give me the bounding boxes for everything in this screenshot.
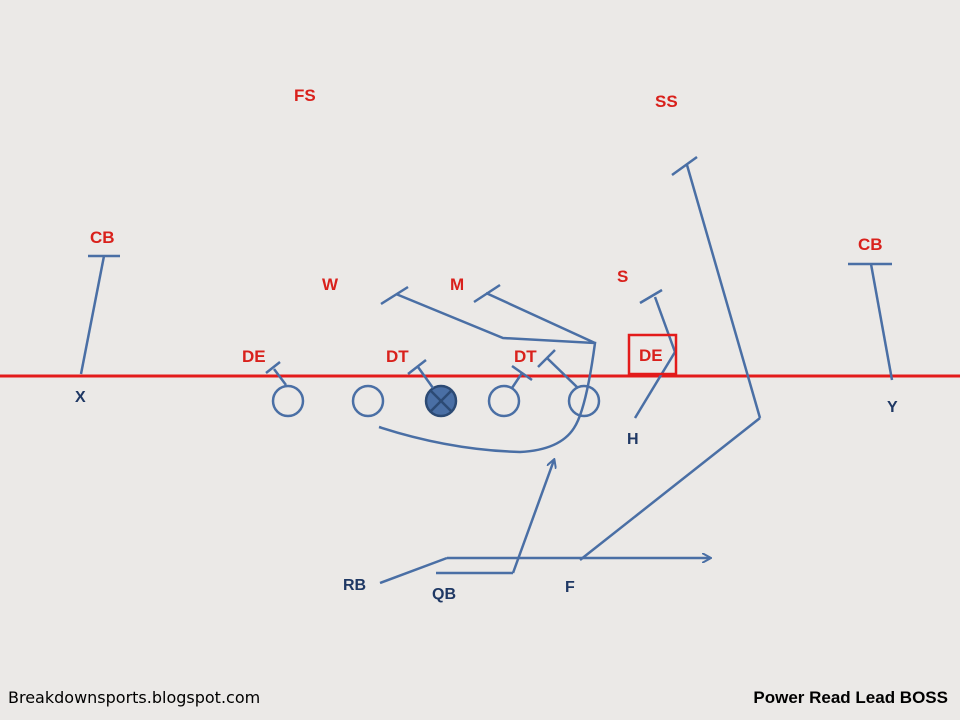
- s-label: S: [617, 267, 628, 286]
- qb-run-arrow: [511, 460, 554, 574]
- blocking-assignments: [79, 155, 894, 585]
- de-left-label: DE: [242, 347, 266, 366]
- cb-left-label: CB: [90, 228, 115, 247]
- center-marker: [424, 384, 458, 418]
- qb-label: QB: [432, 586, 456, 603]
- left-guard: [351, 384, 385, 418]
- m-label: M: [450, 275, 464, 294]
- right-tackle: [567, 384, 601, 418]
- y-label: Y: [887, 399, 898, 416]
- rb-label: RB: [343, 577, 366, 594]
- de-right-label: DE: [639, 346, 663, 365]
- dt-left-label: DT: [386, 347, 409, 366]
- left-tackle: [271, 384, 305, 418]
- dt-right-label: DT: [514, 347, 537, 366]
- read-key-box: [627, 333, 678, 376]
- w-label: W: [322, 275, 339, 294]
- right-guard: [487, 384, 521, 418]
- f-label: F: [565, 579, 575, 596]
- ss-label: SS: [655, 92, 678, 111]
- fs-label: FS: [294, 86, 316, 105]
- cb-right-label: CB: [858, 235, 883, 254]
- h-label: H: [627, 431, 639, 448]
- x-label: X: [75, 389, 86, 406]
- play-name: Power Read Lead BOSS: [753, 688, 948, 707]
- site-url: Breakdownsports.blogspot.com: [8, 688, 261, 707]
